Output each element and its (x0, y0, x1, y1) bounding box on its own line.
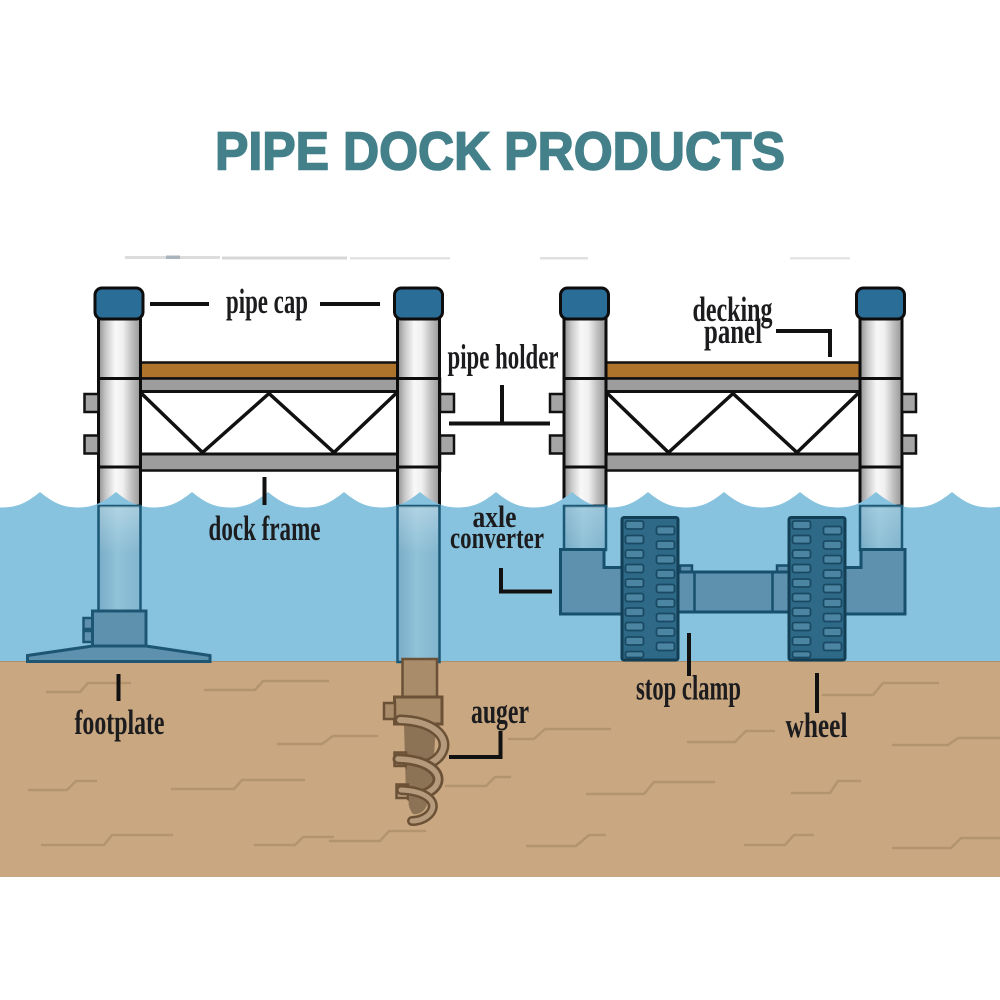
svg-text:axle: axle (473, 499, 517, 534)
svg-text:stop clamp: stop clamp (636, 669, 741, 708)
svg-text:footplate: footplate (75, 703, 165, 742)
svg-text:auger: auger (471, 692, 529, 731)
svg-text:dock frame: dock frame (209, 509, 321, 548)
svg-text:PIPE DOCK PRODUCTS: PIPE DOCK PRODUCTS (215, 122, 785, 182)
svg-text:pipe holder: pipe holder (448, 338, 559, 377)
svg-text:decking: decking (693, 290, 773, 329)
svg-text:pipe cap: pipe cap (226, 282, 308, 321)
svg-text:converter: converter (450, 520, 544, 555)
svg-text:panel: panel (704, 312, 762, 351)
svg-text:wheel: wheel (786, 706, 848, 745)
